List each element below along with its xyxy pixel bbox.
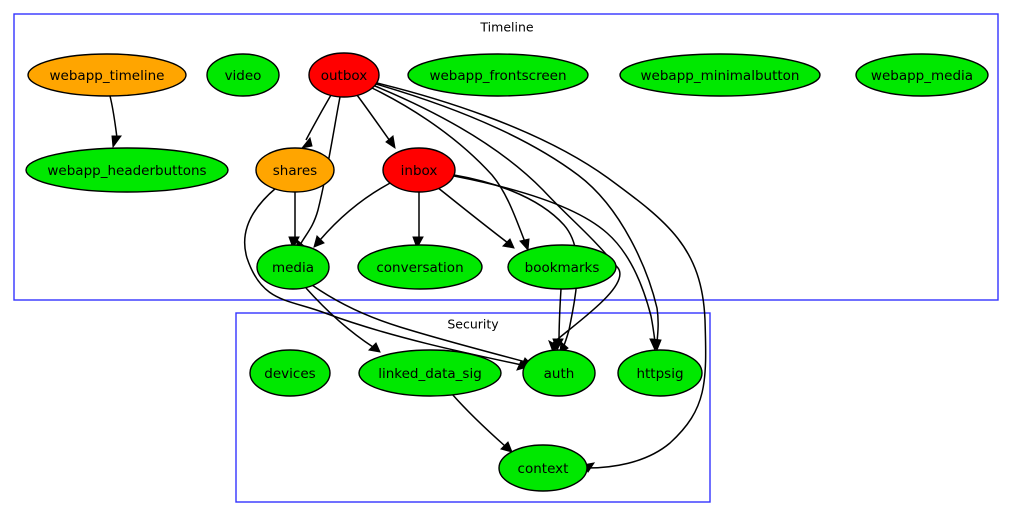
edge-line [451, 393, 506, 447]
node-shape-media[interactable] [256, 244, 330, 290]
edge-outbox-to-auth [374, 85, 621, 353]
node-conversation[interactable]: conversation [357, 244, 483, 290]
node-inbox[interactable]: inbox [382, 147, 456, 193]
node-webapp_media[interactable]: webapp_media [855, 53, 989, 97]
edge-arrowhead [367, 342, 381, 353]
node-linked_data_sig[interactable]: linked_data_sig [358, 349, 502, 397]
edge-layer [109, 82, 707, 473]
edge-bookmarks-to-auth [552, 288, 564, 352]
node-shape-httpsig[interactable] [617, 349, 703, 397]
edge-line [319, 179, 397, 241]
node-shape-video[interactable] [206, 53, 280, 97]
edge-line [375, 83, 659, 343]
node-shape-webapp_headerbuttons[interactable] [25, 147, 229, 193]
node-webapp_frontscreen[interactable]: webapp_frontscreen [407, 53, 589, 97]
edge-arrowhead [649, 338, 660, 352]
edge-line [311, 284, 527, 363]
edge-arrowhead [385, 135, 396, 150]
node-shape-webapp_minimalbutton[interactable] [619, 53, 821, 97]
edge-line [374, 85, 621, 346]
node-shape-conversation[interactable] [357, 244, 483, 290]
edge-line [305, 94, 332, 141]
node-webapp_headerbuttons[interactable]: webapp_headerbuttons [25, 147, 229, 193]
node-media[interactable]: media [256, 244, 330, 290]
edge-linked_data_sig-to-context [451, 393, 513, 453]
cluster-security: Security [235, 312, 711, 503]
node-shape-bookmarks[interactable] [507, 244, 617, 290]
edge-arrowhead [111, 135, 122, 149]
edge-inbox-to-bookmarks [436, 186, 515, 249]
edge-line [299, 96, 341, 246]
node-bookmarks[interactable]: bookmarks [507, 244, 617, 290]
edge-inbox-to-httpsig [453, 175, 660, 352]
node-shape-inbox[interactable] [382, 147, 456, 193]
edge-line [558, 288, 562, 344]
edge-arrowhead [412, 236, 424, 250]
edge-arrowhead [300, 136, 313, 149]
edge-inbox-to-media [313, 179, 397, 248]
node-shape-context[interactable] [498, 444, 588, 492]
edge-shares-to-media [288, 192, 300, 250]
node-shape-webapp_timeline[interactable] [27, 53, 187, 97]
edge-arrowhead [501, 238, 515, 249]
cluster-border-timeline [13, 13, 999, 301]
edge-line [109, 95, 118, 139]
edge-line [453, 175, 656, 343]
node-video[interactable]: video [206, 53, 280, 97]
node-shape-auth[interactable] [522, 349, 596, 397]
edge-arrowhead [519, 238, 530, 252]
edge-line [376, 82, 707, 469]
edge-arrowhead [548, 339, 559, 353]
node-shape-shares[interactable] [255, 147, 335, 193]
node-outbox[interactable]: outbox [308, 52, 380, 98]
node-webapp_minimalbutton[interactable]: webapp_minimalbutton [619, 53, 821, 97]
edge-line [371, 87, 526, 243]
node-shares[interactable]: shares [255, 147, 335, 193]
node-shape-webapp_media[interactable] [855, 53, 989, 97]
node-shape-linked_data_sig[interactable] [358, 349, 502, 397]
edge-outbox-to-inbox [356, 94, 396, 150]
node-layer: webapp_timeline video outbox webapp_frontsc… [25, 52, 989, 492]
edge-inbox-to-conversation [412, 192, 424, 250]
node-httpsig[interactable]: httpsig [617, 349, 703, 397]
node-context[interactable]: context [498, 444, 588, 492]
edge-arrowhead [288, 236, 300, 250]
cluster-label-timeline: Timeline [479, 20, 533, 35]
edge-arrowhead [500, 441, 513, 453]
edge-outbox-to-bookmarks [371, 87, 530, 252]
node-devices[interactable]: devices [249, 349, 331, 397]
edge-media-to-linked_data_sig [305, 287, 381, 353]
node-webapp_timeline[interactable]: webapp_timeline [27, 53, 187, 97]
edge-line [436, 186, 509, 244]
edge-arrowhead [552, 338, 564, 352]
cluster-timeline: Timeline [13, 13, 999, 301]
edge-outbox-to-shares [300, 94, 332, 149]
edge-line [305, 287, 374, 348]
node-shape-webapp_frontscreen[interactable] [407, 53, 589, 97]
node-auth[interactable]: auth [522, 349, 596, 397]
edge-arrowhead [313, 235, 325, 248]
edge-webapp_timeline-to-webapp_headerbuttons [109, 95, 122, 149]
edge-line [243, 187, 523, 366]
node-shape-devices[interactable] [249, 349, 331, 397]
edge-line [356, 94, 391, 142]
node-shape-outbox[interactable] [308, 52, 380, 98]
cluster-border-security [235, 312, 711, 503]
cluster-label-security: Security [447, 317, 499, 332]
